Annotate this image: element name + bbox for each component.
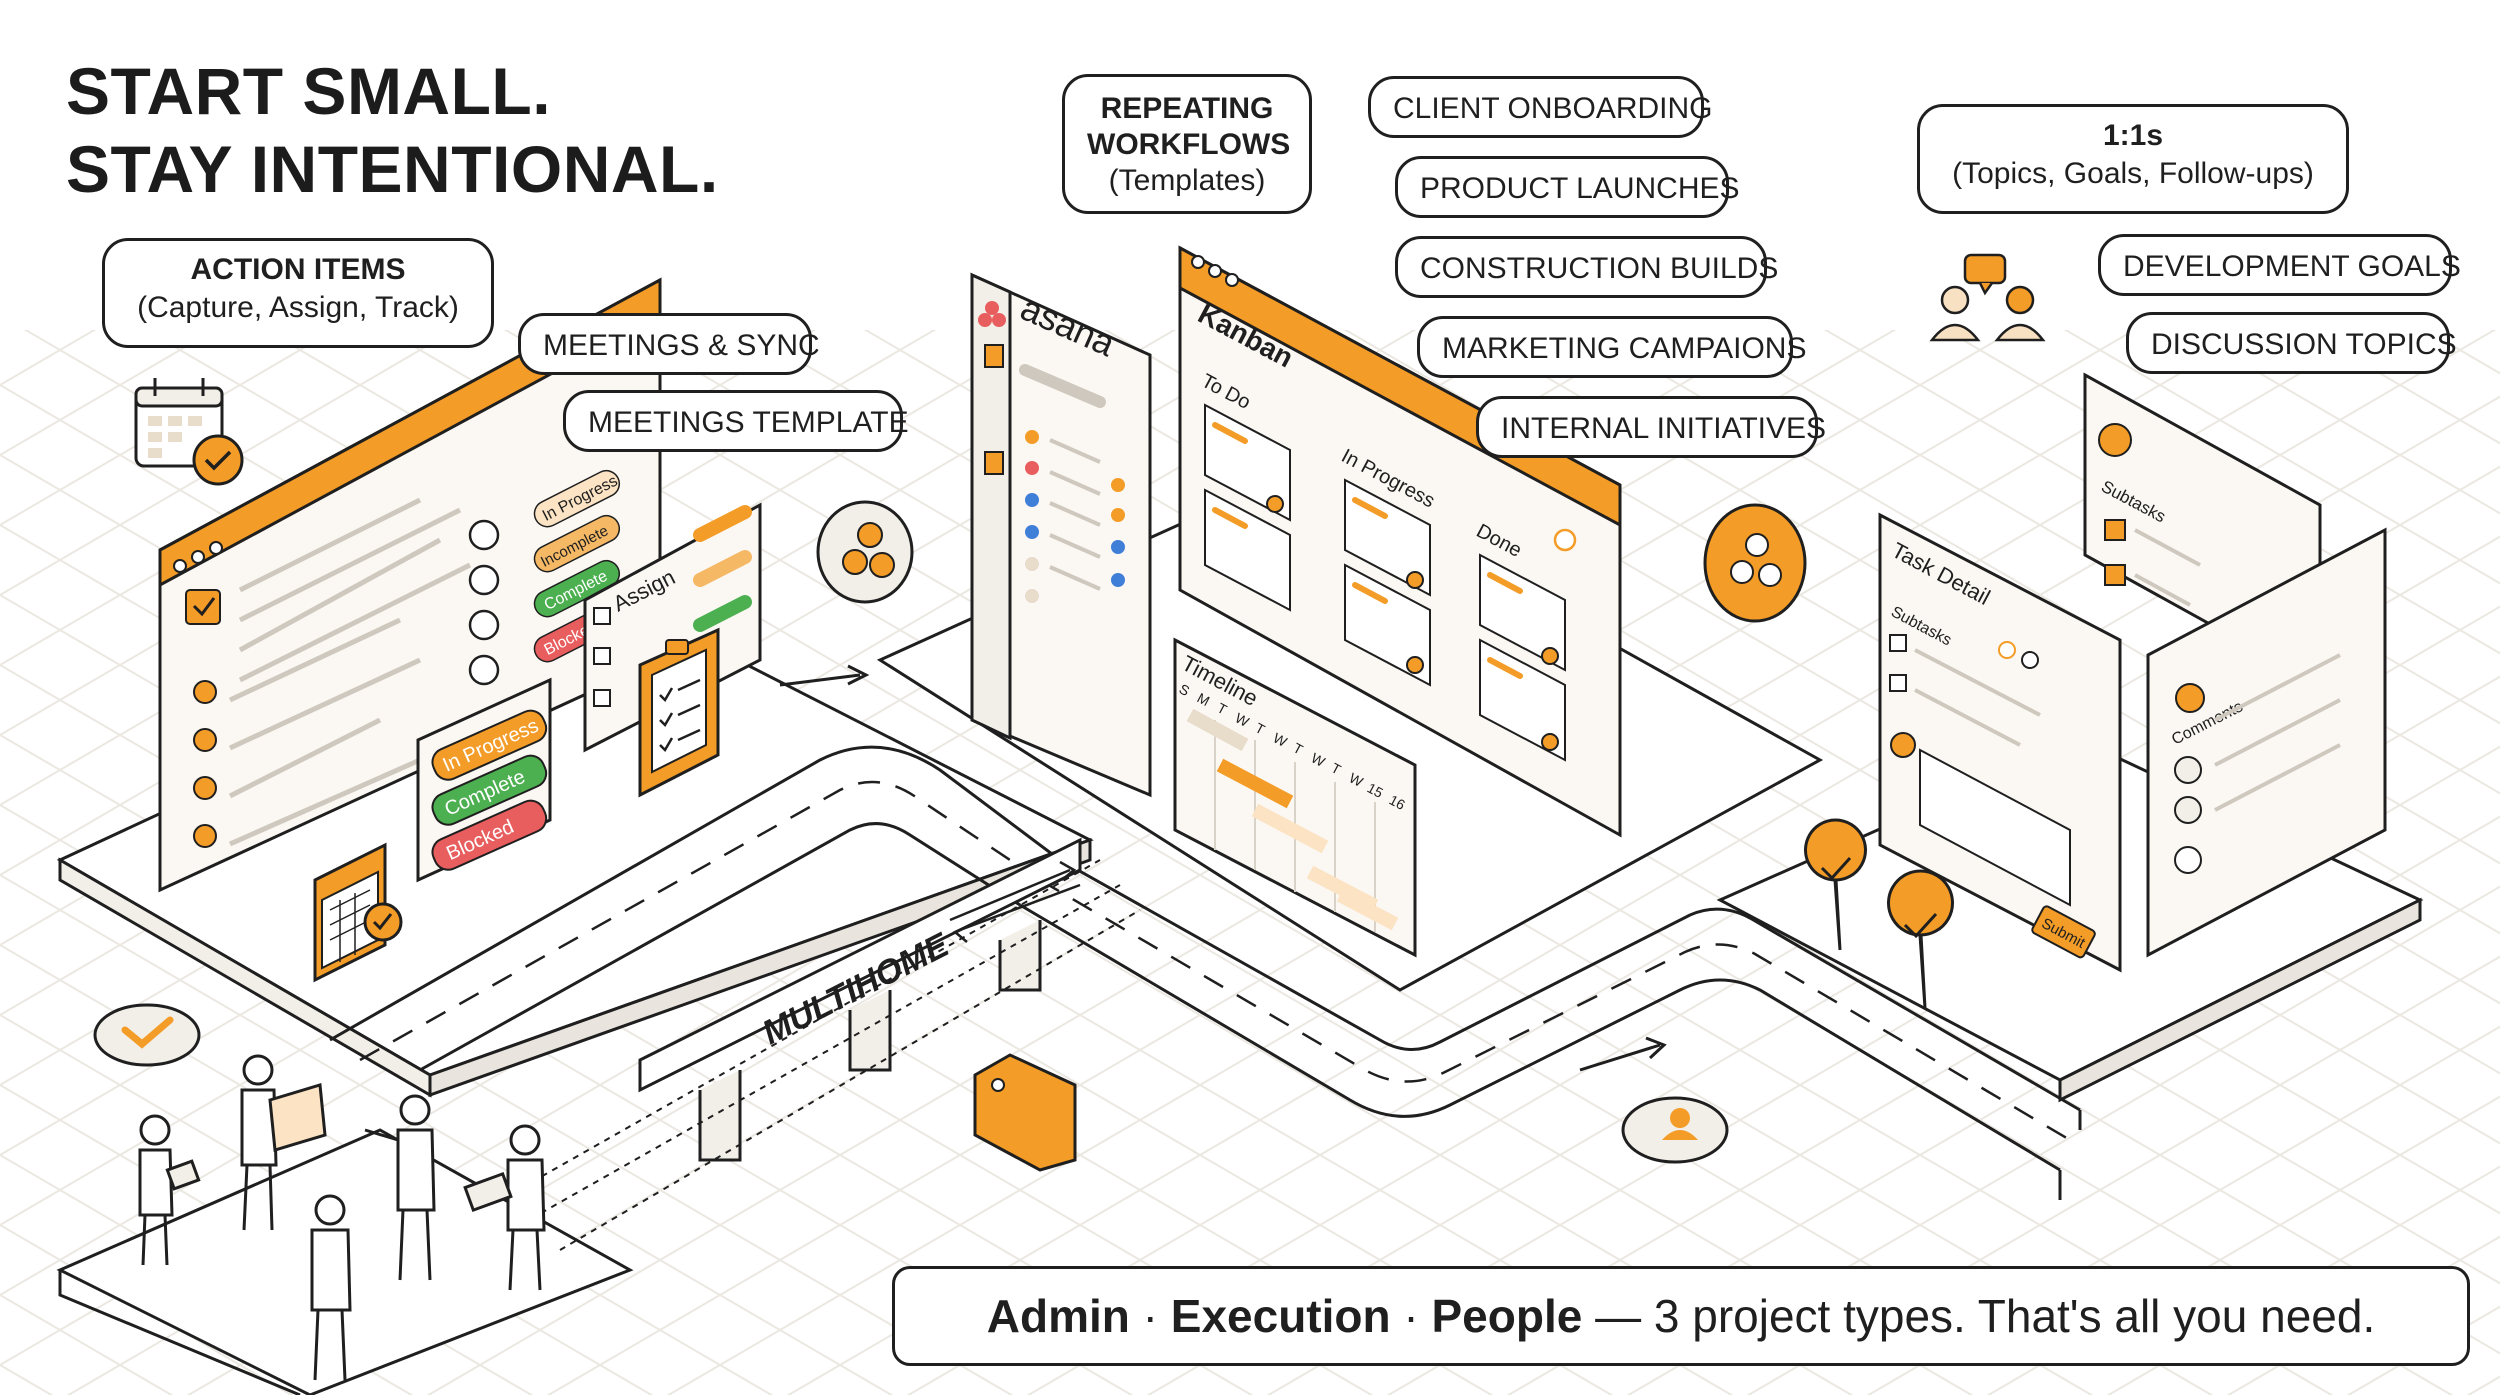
svg-text:16: 16 [1387, 792, 1408, 814]
footer-execution: Execution [1170, 1290, 1391, 1342]
callout-construction-builds: CONSTRUCTION BUILDS [1395, 236, 1778, 298]
headline-line-2: STAY INTENTIONAL. [66, 132, 719, 206]
asana-sidebar-window: asana [970, 272, 1152, 798]
clipboard-checklist-icon [638, 627, 720, 798]
assign-card: Assign [583, 502, 762, 753]
assignee-avatars [468, 519, 500, 686]
calendar-check-icon [134, 378, 244, 486]
kanban-cards [1204, 403, 1566, 762]
person-with-tablet [138, 1114, 201, 1266]
task-detail-window: Task Detail Subtasks Submit [1878, 512, 2122, 973]
person-presenting [364, 1094, 436, 1281]
footer-tagline: Admin · Execution · People — 3 project t… [892, 1266, 2470, 1366]
page-title: START SMALL. STAY INTENTIONAL. [66, 52, 719, 208]
status-tag-card: In Progress Complete Blocked [416, 677, 552, 883]
callout-development-goals: DEVELOPMENT GOALS [2098, 234, 2461, 296]
checkmark-badge-icon [93, 1003, 201, 1067]
callout-repeating-workflows: REPEATING WORKFLOWS (Templates) [1062, 74, 1312, 214]
comments-window: Comments [2146, 527, 2387, 958]
footer-people: People [1431, 1290, 1583, 1342]
sidebar-project-dots [1025, 430, 1125, 603]
callout-action-items: ACTION ITEMS (Capture, Assign, Track) [102, 238, 494, 348]
task-check-list [193, 617, 422, 848]
svg-text:15: 15 [1365, 780, 1386, 802]
callout-discussion-topics: DISCUSSION TOPICS [2126, 312, 2457, 374]
callout-meetings-template: MEETINGS TEMPLATE [563, 390, 909, 452]
team-chat-icon [816, 500, 914, 604]
footer-admin: Admin [986, 1290, 1130, 1342]
headline-line-1: START SMALL. [66, 54, 552, 128]
tag-icon [973, 1053, 1077, 1172]
timeline-window: Timeline S M T W T W T W T W 15 16 [1173, 637, 1417, 958]
person-with-laptop [463, 1124, 546, 1291]
team-chat-icon-large [1703, 503, 1807, 623]
callout-repeating-workflows-line1: REPEATING [1100, 92, 1274, 125]
callout-action-items-title: ACTION ITEMS [190, 253, 406, 286]
callout-repeating-workflows-line2: WORKFLOWS [1087, 128, 1291, 161]
callout-product-launches: PRODUCT LAUNCHES [1395, 156, 1740, 218]
callout-repeating-workflows-subtitle: (Templates) [1108, 164, 1266, 197]
person-center [310, 1194, 352, 1381]
callout-one-on-ones-subtitle: (Topics, Goals, Follow-ups) [1952, 157, 2314, 190]
location-pin-icon [1804, 818, 1954, 1009]
people-coin-icon [1621, 1096, 1729, 1164]
people-group-icon [1929, 253, 2046, 342]
team-people [138, 1054, 546, 1381]
callout-action-items-subtitle: (Capture, Assign, Track) [137, 291, 459, 324]
callout-marketing-campaigns: MARKETING CAMPAIONS [1417, 316, 1806, 378]
callout-one-on-ones: 1:1s (Topics, Goals, Follow-ups) [1917, 104, 2349, 214]
callout-meetings-sync: MEETINGS & SYNC [518, 313, 820, 375]
footer-rest: — 3 project types. That's all you need. [1582, 1290, 2376, 1342]
calendar-icon [313, 842, 403, 983]
callout-internal-initiatives: INTERNAL INITIATIVES [1476, 396, 1826, 458]
callout-one-on-ones-title: 1:1s [2102, 119, 2164, 152]
person-with-map [240, 1054, 327, 1231]
callout-client-onboarding: CLIENT ONBOARDING [1368, 76, 1713, 138]
